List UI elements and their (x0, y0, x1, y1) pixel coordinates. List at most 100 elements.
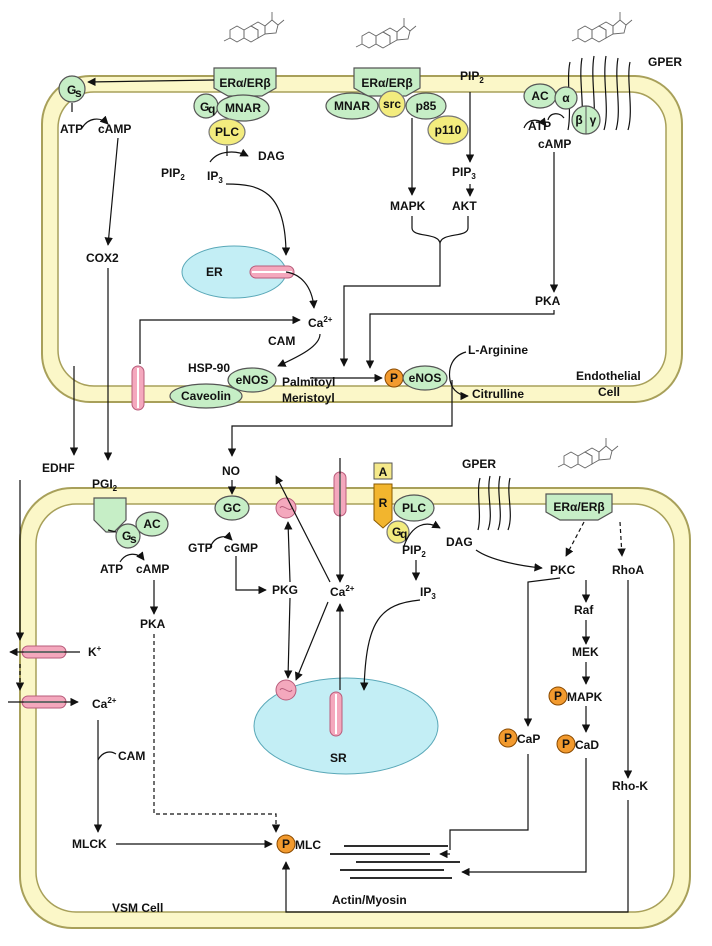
estrogen-molecule-2 (355, 17, 417, 49)
edhf-label: EDHF (42, 461, 75, 475)
citrulline-label: Citrulline (472, 387, 524, 401)
ip3-label-vsm: IP3 (420, 585, 436, 601)
p110-node: p110 (427, 115, 469, 145)
er-receptor-1: ERα/ERβ (213, 67, 277, 97)
pip3-label: PIP3 (452, 165, 476, 181)
svg-text:MNAR: MNAR (334, 99, 370, 113)
atp-label-endothelial-left: ATP (60, 122, 83, 136)
gc-node: GC (214, 495, 250, 521)
svg-text:PLC: PLC (215, 125, 239, 139)
raf-label: Raf (574, 603, 594, 617)
svg-text:s: s (75, 86, 82, 100)
vsm-transporter-top (275, 497, 297, 519)
phospho-badge-cap: P (498, 728, 518, 748)
er-receptor-2-label: ERα/ERβ (361, 76, 412, 90)
sr-label: SR (330, 751, 347, 765)
er-organelle-label: ER (206, 265, 223, 279)
rhok-label: Rho-K (612, 779, 648, 793)
atp-label-vsm: ATP (100, 562, 123, 576)
phospho-badge-mapk: P (548, 686, 568, 706)
ac-node-endothelial: AC (523, 83, 557, 109)
ip3-label-endothelial: IP3 (207, 169, 223, 185)
svg-text:s: s (130, 532, 137, 546)
pip2-label-vsm: PIP2 (402, 543, 426, 559)
pkc-label: PKC (550, 563, 576, 577)
hsp90-label: HSP-90 (188, 361, 230, 375)
sr-organelle (253, 677, 439, 775)
gper-vsm-label: GPER (462, 457, 496, 471)
agonist-a-node: A (373, 462, 393, 480)
estrogen-molecule-1 (223, 11, 285, 43)
vsm-cell-label: VSM Cell (112, 901, 163, 915)
svg-text:G: G (67, 83, 76, 97)
cam-label-vsm: CAM (118, 749, 145, 763)
pip2-label-plc: PIP2 (161, 166, 185, 182)
svg-text:P: P (562, 737, 570, 751)
akt-label: AKT (452, 199, 477, 213)
gper-endothelial-label: GPER (648, 55, 682, 69)
estrogen-molecule-4 (557, 437, 619, 469)
rhoa-label: RhoA (612, 563, 644, 577)
gper-receptor-vsm: GPER (462, 457, 511, 531)
phospho-badge-cad: P (556, 734, 576, 754)
svg-text:G: G (200, 100, 209, 114)
receptor-r-node: R (373, 483, 393, 529)
pip2-label-top: PIP2 (460, 69, 484, 85)
mnar-node-1: MNAR (216, 94, 270, 122)
beta-gamma-subunit: β γ (571, 105, 601, 135)
svg-text:P: P (282, 837, 290, 851)
palmitoyl-label: Palmitoyl (282, 375, 335, 389)
mapk-label-vsm: MAPK (567, 690, 603, 704)
sr-channel (329, 691, 343, 737)
dag-label-endothelial: DAG (258, 149, 285, 163)
svg-text:eNOS: eNOS (236, 373, 269, 387)
caveolin-node: Caveolin (169, 383, 243, 409)
ca-label-vsm-left: Ca2+ (92, 696, 117, 711)
endothelial-cell-label-line2: Cell (598, 385, 620, 399)
camp-label-endothelial-left: cAMP (98, 122, 131, 136)
src-node: src (378, 90, 406, 118)
svg-text:α: α (562, 91, 570, 105)
svg-text:AC: AC (531, 89, 549, 103)
svg-text:PLC: PLC (402, 501, 426, 515)
ca-label-vsm-center: Ca2+ (330, 584, 355, 599)
svg-text:A: A (379, 465, 388, 479)
er-receptor-vsm-label: ERα/ERβ (553, 500, 604, 514)
endothelial-cell-label-line1: Endothelial (576, 369, 641, 383)
plc-node-endothelial: PLC (208, 118, 246, 146)
svg-text:γ: γ (590, 113, 597, 127)
svg-text:Caveolin: Caveolin (181, 389, 231, 403)
svg-text:MNAR: MNAR (225, 101, 261, 115)
svg-text:eNOS: eNOS (409, 371, 442, 385)
svg-text:src: src (383, 97, 401, 111)
alpha-subunit: α (554, 86, 578, 110)
sr-transporter (275, 679, 297, 701)
cap-label: CaP (517, 732, 540, 746)
dag-label-vsm: DAG (446, 535, 473, 549)
gs-protein-endothelial: G s (58, 75, 86, 103)
svg-text:GC: GC (223, 501, 241, 515)
gq-protein-vsm: G q (386, 520, 410, 544)
endothelial-ca-channel (131, 365, 145, 411)
plc-node-vsm: PLC (393, 494, 435, 522)
cam-label-endothelial: CAM (268, 334, 295, 348)
gq-protein-endothelial: G q (193, 93, 219, 119)
svg-text:G: G (122, 529, 131, 543)
actin-myosin-label: Actin/Myosin (332, 893, 407, 907)
meristoyl-label: Meristoyl (282, 391, 335, 405)
pgi2-label: PGI2 (92, 477, 118, 493)
er-receptor-1-label: ERα/ERβ (219, 76, 270, 90)
phospho-badge-mlc: P (276, 834, 296, 854)
k-label: K+ (88, 644, 102, 659)
svg-text:β: β (575, 113, 582, 127)
svg-text:p85: p85 (416, 99, 437, 113)
ac-node-vsm: AC (135, 511, 169, 537)
gtp-label: GTP (188, 541, 213, 555)
cox2-label: COX2 (86, 251, 119, 265)
camp-label-vsm: cAMP (136, 562, 169, 576)
cgmp-label: cGMP (224, 541, 258, 555)
p85-node: p85 (405, 92, 447, 120)
ca-label-endothelial: Ca2+ (308, 315, 333, 330)
